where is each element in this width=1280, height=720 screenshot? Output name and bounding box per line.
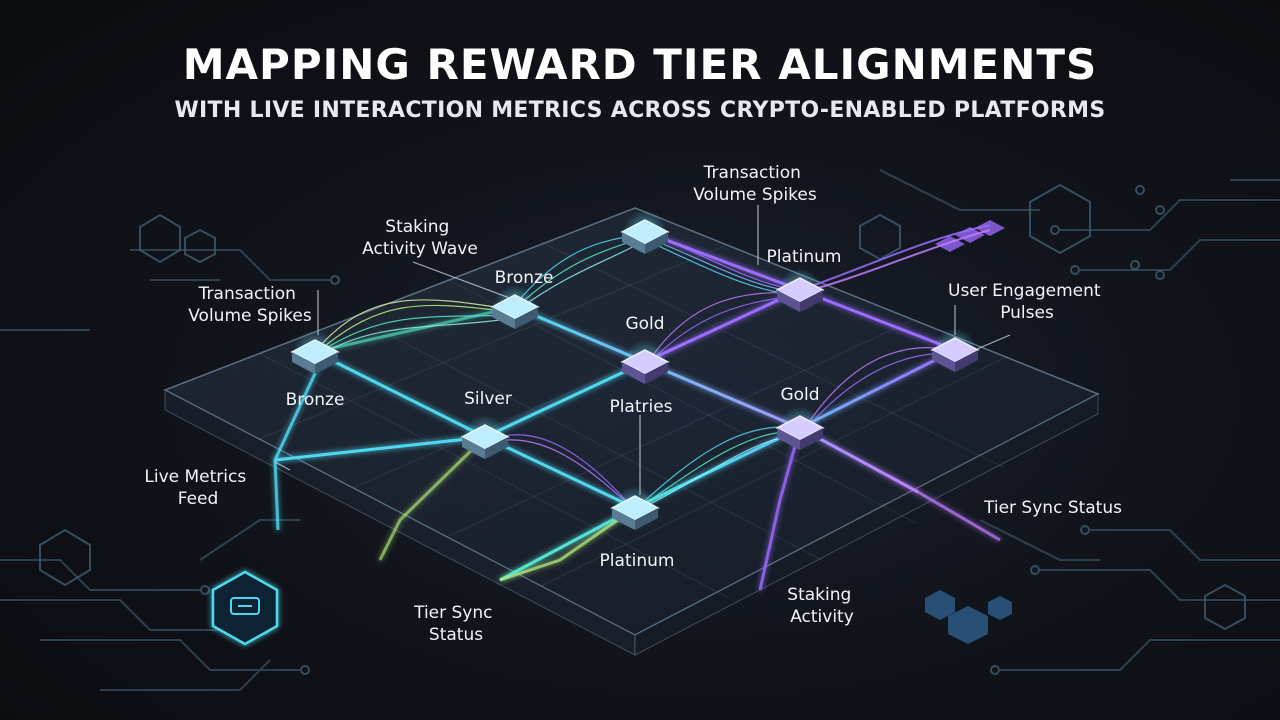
tier-label-bronze-left: Bronze	[286, 390, 345, 410]
tier-label-platinum-bottom: Platinum	[600, 551, 675, 571]
label-transaction-volume-spikes-left: Transaction Volume Spikes	[188, 284, 312, 326]
tier-label-gold-right: Gold	[780, 385, 819, 405]
label-staking-activity-wave: Staking Activity Wave	[362, 217, 478, 259]
label-transaction-volume-spikes-top: Transaction Volume Spikes	[693, 163, 817, 205]
tier-label-silver: Silver	[464, 389, 512, 409]
label-live-metrics-feed: Live Metrics Feed	[144, 467, 251, 509]
tier-label-bronze-top: Bronze	[495, 268, 554, 288]
label-tier-sync-status-bottom: Tier Sync Status	[413, 603, 498, 645]
tier-label-platries: Platries	[609, 397, 672, 417]
page-subtitle: WITH LIVE INTERACTION METRICS ACROSS CRY…	[0, 98, 1280, 123]
tier-label-gold-center: Gold	[625, 314, 664, 334]
grid-platform	[165, 208, 1098, 655]
bottom-right-cubes	[925, 590, 1012, 644]
page-title: MAPPING REWARD TIER ALIGNMENTS	[0, 40, 1280, 89]
label-tier-sync-status-right: Tier Sync Status	[983, 498, 1122, 518]
label-staking-activity-bottom: Staking Activity	[787, 585, 856, 627]
tier-label-platinum-top: Platinum	[767, 247, 842, 267]
label-user-engagement-pulses: User Engagement Pulses	[948, 281, 1106, 323]
